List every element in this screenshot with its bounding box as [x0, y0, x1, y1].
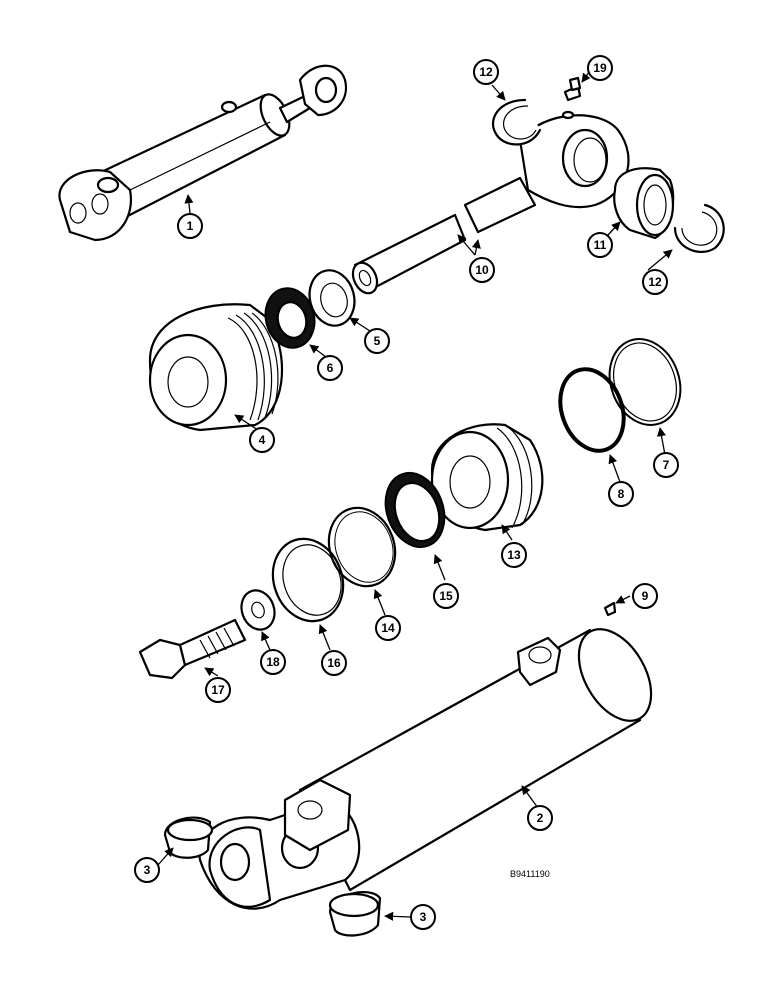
svg-text:13: 13 [507, 548, 521, 562]
wiper-washer [308, 269, 356, 327]
svg-text:15: 15 [439, 589, 453, 603]
piston [430, 423, 544, 532]
callout-7: 7 [653, 452, 679, 478]
callout-18: 18 [260, 649, 286, 675]
callout-13: 13 [501, 542, 527, 568]
svg-text:11: 11 [594, 238, 607, 252]
callout-19: 19 [587, 55, 613, 81]
bolt [138, 618, 247, 680]
callout-5: 5 [364, 328, 390, 354]
grease-fitting [563, 76, 582, 102]
pin-bushing-left [163, 816, 214, 859]
callout-15: 15 [433, 583, 459, 609]
callout-2: 2 [527, 805, 553, 831]
cylinder-barrel [198, 628, 653, 910]
svg-text:19: 19 [593, 61, 607, 75]
callout-12-lower: 12 [642, 269, 668, 295]
pin-bushing-right [328, 890, 382, 937]
snap-ring-upper [492, 98, 542, 146]
piston-seal [384, 472, 446, 548]
callout-3-left: 3 [134, 857, 160, 883]
svg-text:5: 5 [374, 334, 381, 348]
bushing [613, 167, 675, 240]
callout-12-upper: 12 [473, 59, 499, 85]
svg-text:2: 2 [537, 811, 544, 825]
svg-text:4: 4 [259, 433, 266, 447]
svg-text:16: 16 [327, 656, 341, 670]
svg-text:6: 6 [327, 361, 334, 375]
callout-8: 8 [608, 481, 634, 507]
svg-text:14: 14 [381, 621, 395, 635]
svg-text:17: 17 [211, 683, 225, 697]
svg-text:7: 7 [663, 458, 670, 472]
callout-4: 4 [249, 427, 275, 453]
callout-16: 16 [321, 650, 347, 676]
bolt-washer [240, 589, 276, 631]
callout-17: 17 [205, 677, 231, 703]
svg-text:12: 12 [479, 65, 493, 79]
callout-14: 14 [375, 615, 401, 641]
callout-11: 11 [587, 232, 613, 258]
callout-6: 6 [317, 355, 343, 381]
small-fitting [603, 601, 617, 617]
svg-text:8: 8 [618, 487, 625, 501]
svg-text:9: 9 [642, 589, 649, 603]
svg-text:10: 10 [475, 263, 489, 277]
backup-ring [608, 338, 682, 426]
svg-text:3: 3 [144, 863, 151, 877]
snap-ring-lower [673, 203, 725, 253]
svg-text:12: 12 [648, 275, 662, 289]
spacer-ring [271, 537, 345, 623]
callout-1: 1 [177, 213, 203, 239]
piston-rod [351, 110, 630, 295]
callout-10: 10 [469, 257, 495, 283]
assembled-cylinder [58, 64, 348, 242]
rod-seal [264, 287, 316, 349]
leader-lines [157, 67, 673, 921]
svg-text:3: 3 [420, 910, 427, 924]
gland [148, 303, 284, 432]
svg-text:18: 18 [266, 655, 280, 669]
drawing-code: B9411190 [510, 869, 550, 879]
callout-9: 9 [632, 583, 658, 609]
svg-text:1: 1 [187, 219, 194, 233]
callout-3-right: 3 [410, 904, 436, 930]
